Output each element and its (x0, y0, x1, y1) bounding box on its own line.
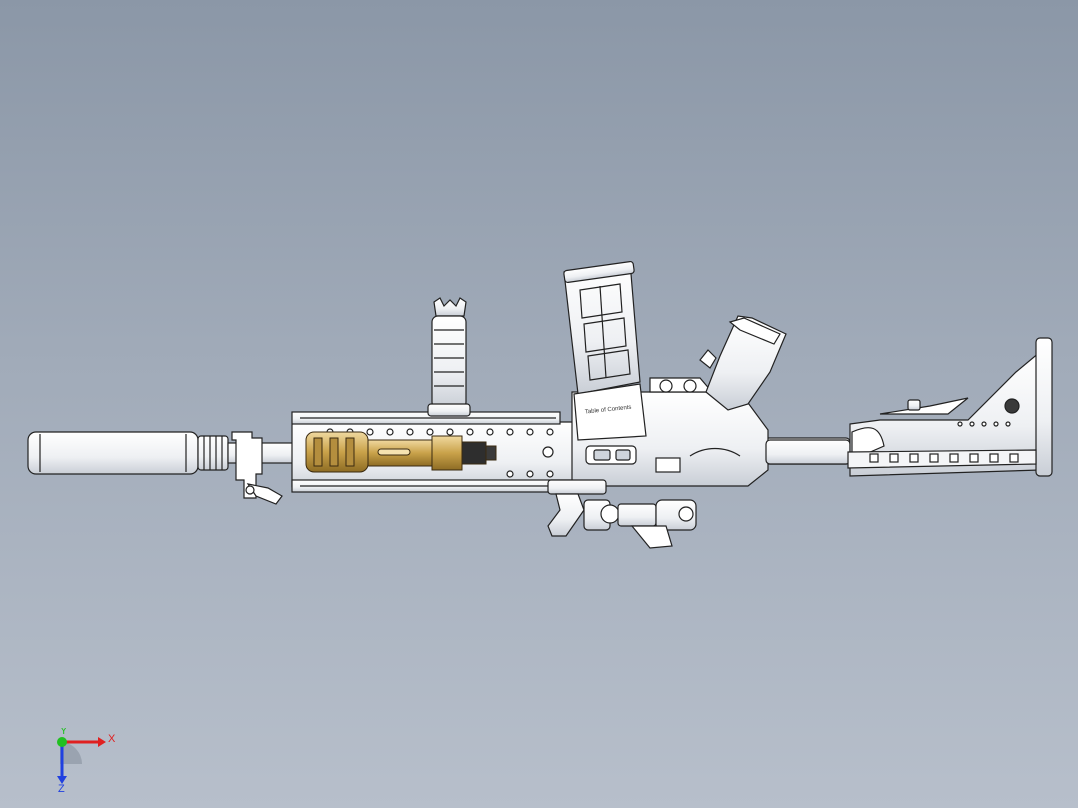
buffer-tube[interactable] (765, 439, 851, 465)
suppressor[interactable] (27, 431, 229, 475)
magazine[interactable]: Table of Contents (563, 260, 647, 441)
magazine-label: Table of Contents (585, 405, 632, 416)
coordinate-triad: X Y Z (57, 728, 116, 792)
z-axis-label: Z (58, 783, 65, 792)
y-axis-dot (57, 737, 67, 747)
vertical-foregrip[interactable] (427, 297, 471, 417)
pistol-grip[interactable] (699, 315, 787, 411)
buttstock[interactable] (847, 337, 1053, 477)
front-sight[interactable] (231, 431, 283, 505)
bolt-carrier-cutaway[interactable] (305, 431, 497, 473)
x-axis-label: X (108, 733, 116, 745)
y-axis-label: Y (60, 728, 68, 737)
tactical-light[interactable] (547, 479, 697, 549)
